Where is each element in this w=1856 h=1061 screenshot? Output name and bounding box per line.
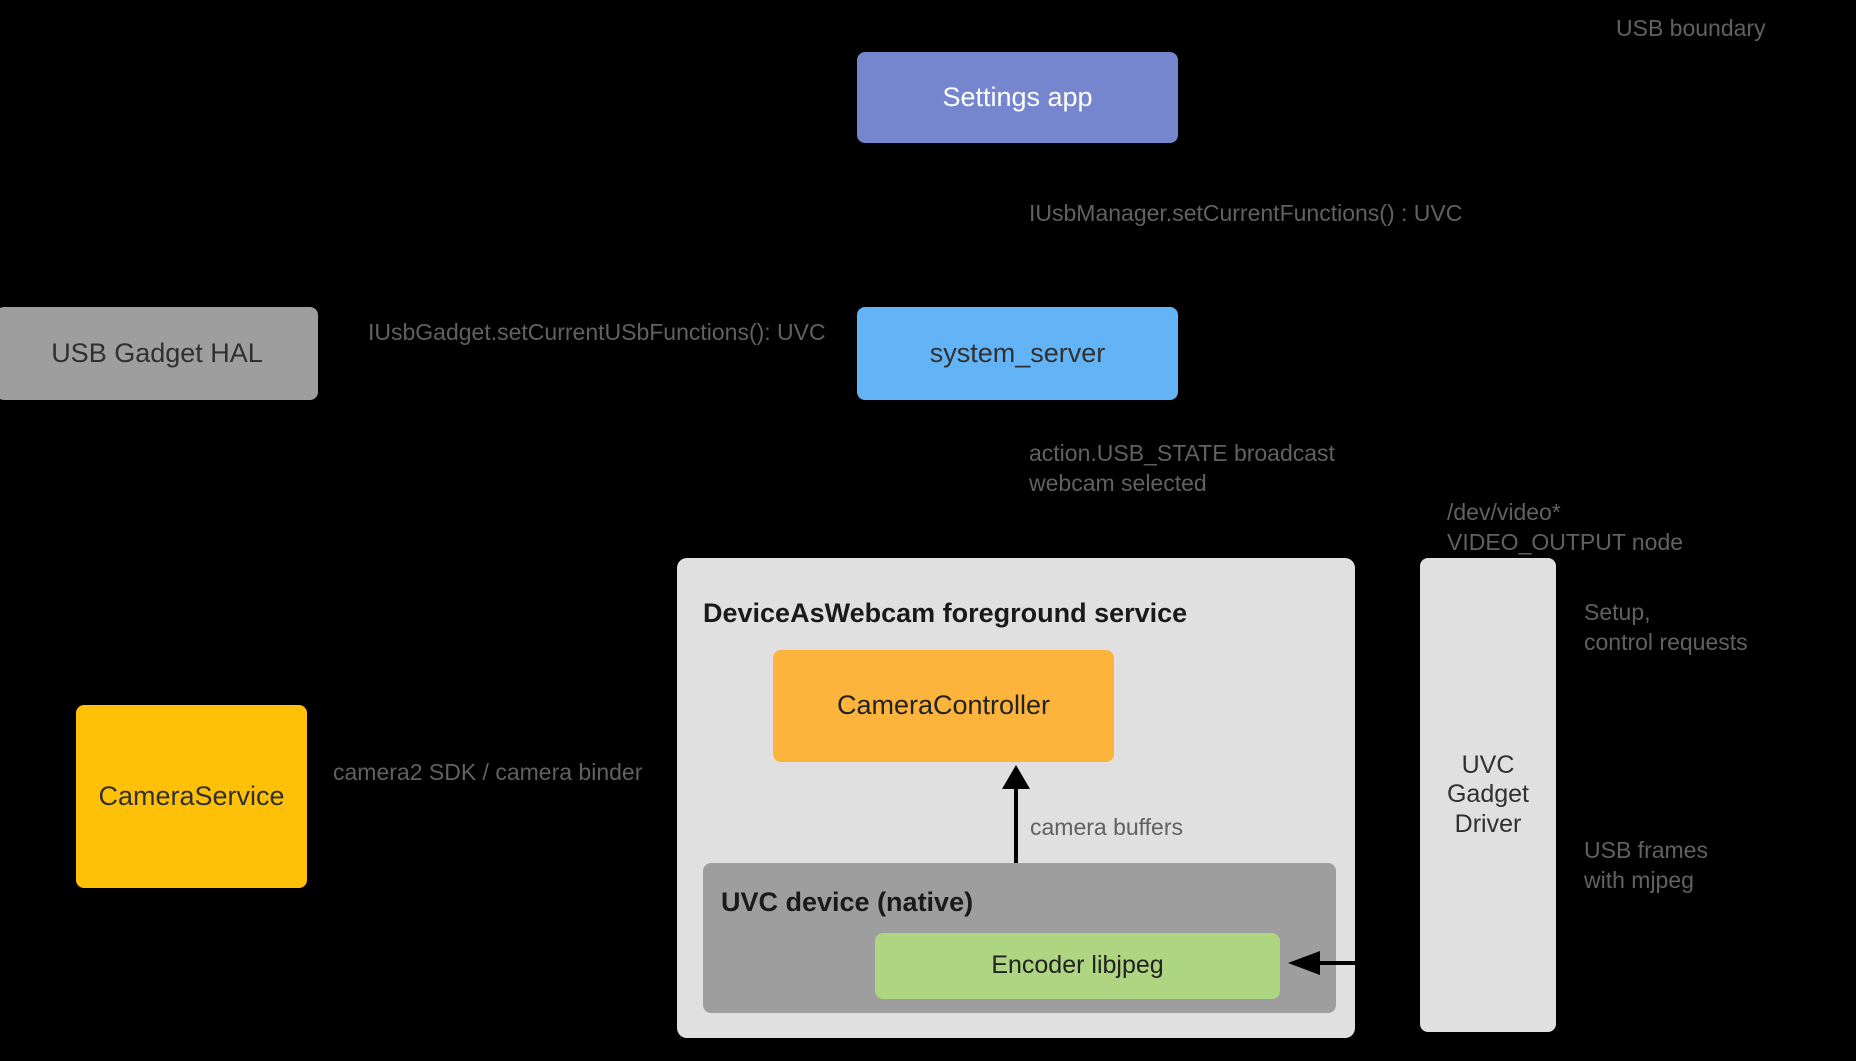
edge-label-iusbgadget-setcurrentusbfunctions: IUsbGadget.setCurrentUSbFunctions(): UVC [368,319,826,345]
node-encoder-libjpeg-label: Encoder libjpeg [991,951,1164,980]
edge-label-usb-frames-mjpeg: USB frames with mjpeg [1584,837,1708,894]
node-settings-app[interactable]: Settings app [857,52,1178,143]
edge-label-usb-state-broadcast: action.USB_STATE broadcast webcam select… [1029,440,1335,497]
node-usb-gadget-hal-label: USB Gadget HAL [51,337,263,368]
node-camera-controller[interactable]: CameraController [773,650,1114,762]
edge-label-camera-buffers: camera buffers [1030,814,1183,840]
node-uvc-gadget-driver-label: UVC Gadget Driver [1446,750,1529,838]
arrow-line-camera-buffers [1014,784,1018,910]
node-encoder-libjpeg[interactable]: Encoder libjpeg [875,933,1280,999]
node-settings-app-label: Settings app [942,81,1093,112]
node-device-as-webcam-service-label: DeviceAsWebcam foreground service [703,598,1188,628]
node-system-server[interactable]: system_server [857,307,1178,400]
node-usb-gadget-hal[interactable]: USB Gadget HAL [0,307,318,400]
node-system-server-label: system_server [929,337,1106,368]
edge-label-setup-control-requests: Setup, control requests [1584,599,1748,656]
node-camera-service-label: CameraService [98,780,285,811]
node-camera-controller-label: CameraController [836,690,1051,721]
node-uvc-gadget-driver[interactable]: UVC Gadget Driver [1420,558,1556,1032]
edge-label-dev-video-node: /dev/video* VIDEO_OUTPUT node [1447,499,1684,556]
arrow-line-usb-frames [1318,961,1423,965]
node-uvc-device-native-label: UVC device (native) [721,887,974,917]
edge-label-camera2-sdk-binder: camera2 SDK / camera binder [333,759,643,785]
node-camera-service[interactable]: CameraService [76,705,307,888]
arrow-head-usb-frames-left [1288,951,1320,975]
edge-label-usb-boundary: USB boundary [1616,15,1766,41]
edge-label-iusbmanager-setcurrentfunctions: IUsbManager.setCurrentFunctions() : UVC [1029,200,1463,226]
